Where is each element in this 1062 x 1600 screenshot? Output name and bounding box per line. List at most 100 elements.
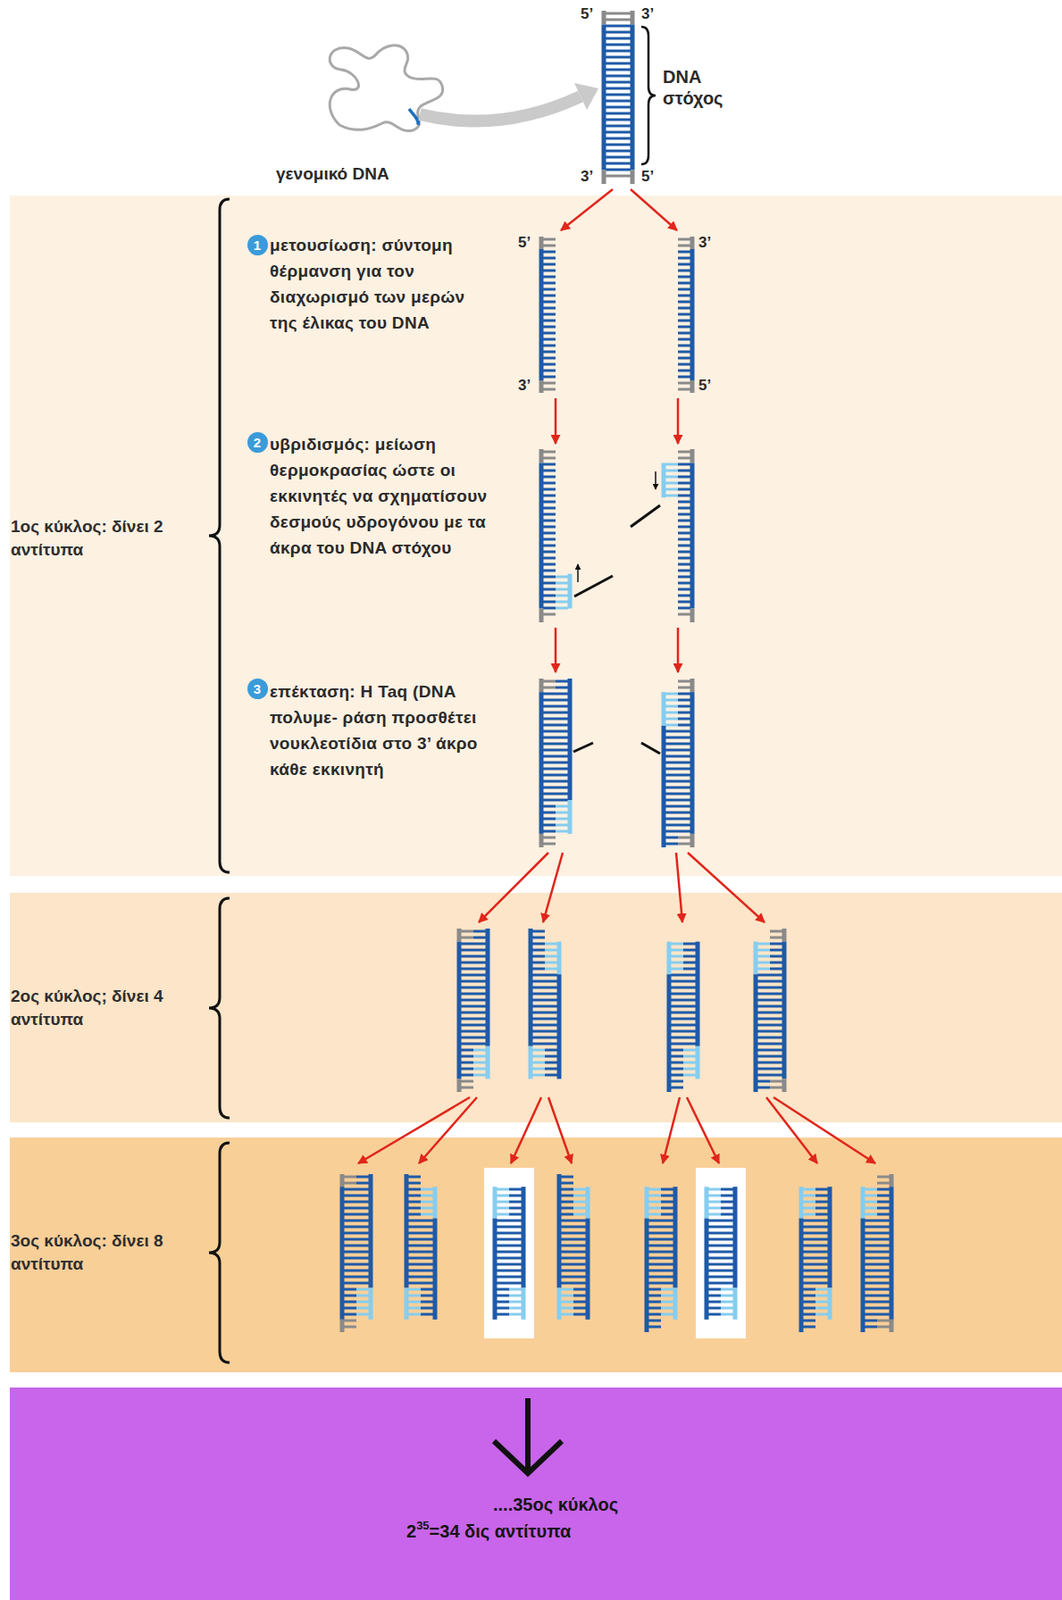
base-pair xyxy=(877,1313,890,1317)
base-pair xyxy=(677,824,691,828)
base-pair xyxy=(543,469,556,473)
base-pair xyxy=(677,544,691,548)
base-pair xyxy=(343,1195,357,1198)
base-pair xyxy=(543,718,556,721)
base-pair xyxy=(670,968,684,971)
base-pair xyxy=(769,980,783,984)
red-arrow xyxy=(560,189,613,231)
base-pair xyxy=(677,843,691,846)
base-pair xyxy=(573,1276,586,1280)
base-pair xyxy=(670,1087,684,1090)
base-pair xyxy=(802,1232,816,1236)
base-pair xyxy=(757,1005,770,1009)
base-pair xyxy=(677,588,691,592)
red-arrow xyxy=(677,398,680,444)
base-pair xyxy=(757,974,770,978)
base-pair xyxy=(555,588,569,592)
base-pair xyxy=(543,755,556,759)
base-pair xyxy=(864,1201,878,1205)
base-pair xyxy=(560,1213,574,1217)
base-pair xyxy=(356,1276,369,1280)
base-pair xyxy=(802,1245,816,1248)
base-pair xyxy=(473,930,486,934)
base-pair xyxy=(864,1263,878,1267)
base-pair xyxy=(573,1207,586,1211)
base-pair xyxy=(573,1270,586,1273)
base-pair xyxy=(473,1018,486,1021)
backbone xyxy=(557,974,562,1079)
base-pair xyxy=(343,1176,357,1180)
base-pair xyxy=(677,836,691,840)
backbone xyxy=(340,1187,345,1321)
base-pair xyxy=(815,1245,828,1248)
base-pair xyxy=(573,1251,586,1255)
base-pair xyxy=(708,1257,721,1261)
base-pair xyxy=(343,1251,357,1255)
red-arrow xyxy=(418,1097,477,1164)
base-pair xyxy=(677,319,691,323)
base-pair xyxy=(802,1263,816,1267)
base-pair xyxy=(665,743,678,746)
red-arrow xyxy=(686,1097,720,1164)
step-number-circle: 1 xyxy=(247,234,268,256)
base-pair xyxy=(460,1030,474,1034)
backbone xyxy=(782,942,787,1080)
base-pair xyxy=(544,968,558,971)
base-pair xyxy=(877,1263,890,1267)
backbone xyxy=(602,169,607,184)
base-pair xyxy=(544,1043,558,1046)
base-pair xyxy=(708,1226,721,1230)
base-pair xyxy=(708,1276,721,1280)
base-pair xyxy=(544,1024,558,1028)
base-pair xyxy=(509,1220,522,1223)
base-pair xyxy=(544,1005,558,1009)
backbone xyxy=(340,1320,345,1333)
base-pair xyxy=(677,257,691,260)
base-pair xyxy=(757,1024,770,1028)
strand-end: 5’ xyxy=(698,376,711,395)
base-pair xyxy=(543,544,556,548)
cycle-label: 1ος κύκλος: δίνει 2 αντίτυπα xyxy=(10,515,203,561)
base-pair xyxy=(356,1270,369,1273)
base-pair xyxy=(708,1288,721,1292)
base-pair xyxy=(532,1049,545,1053)
base-pair xyxy=(677,768,691,771)
backbone xyxy=(539,249,544,381)
base-pair xyxy=(532,955,545,959)
base-pair xyxy=(648,1195,661,1198)
base-pair xyxy=(802,1295,816,1298)
exponent: 35 xyxy=(416,1519,429,1533)
base-pair xyxy=(802,1201,816,1205)
base-pair xyxy=(665,811,678,815)
base-pair xyxy=(877,1301,890,1305)
base-pair xyxy=(677,513,691,517)
backbone xyxy=(630,25,636,171)
base-pair xyxy=(555,761,569,765)
result-line: 235=34 δις αντίτυπα xyxy=(406,1521,571,1543)
base-pair xyxy=(665,749,678,753)
base-pair xyxy=(532,949,545,953)
cycle-band: 2ος κύκλος; δίνει 4 αντίτυπα xyxy=(9,893,1062,1123)
base-pair xyxy=(757,1043,770,1046)
backbone xyxy=(704,1187,710,1219)
backbone xyxy=(433,1219,438,1321)
base-pair xyxy=(532,1011,545,1015)
base-pair xyxy=(665,824,678,828)
base-pair xyxy=(543,363,556,367)
base-pair xyxy=(757,968,770,971)
base-pair xyxy=(543,513,556,517)
base-pair xyxy=(356,1220,369,1223)
base-pair xyxy=(560,1201,574,1205)
base-pair xyxy=(720,1307,734,1311)
base-pair xyxy=(877,1226,890,1230)
base-pair xyxy=(473,986,486,990)
base-pair xyxy=(815,1295,828,1298)
base-pair xyxy=(665,711,678,715)
base-pair xyxy=(543,488,556,492)
base-pair xyxy=(677,786,691,790)
base-pair xyxy=(769,993,783,996)
base-pair xyxy=(543,263,556,267)
base-pair xyxy=(677,476,691,479)
backbone xyxy=(733,1287,738,1320)
base-pair xyxy=(460,936,474,940)
